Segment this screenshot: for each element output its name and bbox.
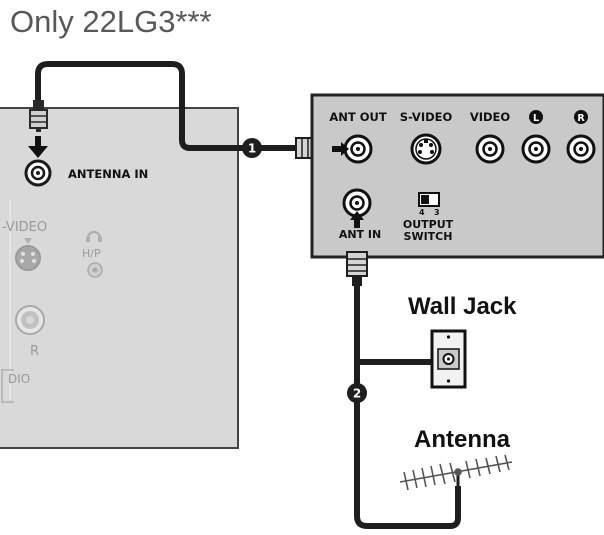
ant-in-coax-plug <box>346 251 368 286</box>
s-video-arrow-icon <box>24 238 32 244</box>
step-1-number: 1 <box>248 142 256 156</box>
page-title: Only 22LG3*** <box>10 4 212 39</box>
cable-1 <box>35 61 296 151</box>
antenna-icon <box>399 454 513 491</box>
svg-text:R: R <box>577 113 585 124</box>
wall-jack-plate <box>430 329 467 389</box>
ant-out-arrow-icon <box>332 142 349 156</box>
ant-out-label: ANT OUT <box>329 110 386 124</box>
svg-text:L: L <box>533 113 539 124</box>
ant-in-jack[interactable] <box>342 188 372 218</box>
tv-r-label: R <box>30 344 39 359</box>
tv-s-video-jack <box>15 245 41 271</box>
s-video-jack[interactable] <box>410 133 442 165</box>
s-video-label: S-VIDEO <box>400 110 453 124</box>
audio-bracket <box>1 369 14 403</box>
antenna-in-label: ANTENNA IN <box>68 167 148 181</box>
wall-jack-label: Wall Jack <box>408 293 517 320</box>
headphone-label: H/P <box>82 247 101 260</box>
output-switch-label-1: OUTPUT <box>403 218 454 231</box>
tv-audio-label: DIO <box>8 372 30 386</box>
video-jack[interactable] <box>475 134 505 164</box>
ant-in-arrow-icon <box>350 211 364 228</box>
cable-2 <box>354 284 461 529</box>
audio-l-jack[interactable] <box>521 134 551 164</box>
headphone-icon <box>86 230 102 242</box>
right-audio-badge: R <box>574 110 588 124</box>
settop-box-panel <box>310 93 604 259</box>
left-audio-badge: L <box>529 110 543 124</box>
tv-audio-r-jack <box>15 305 45 335</box>
step-1-badge: 1 <box>242 138 262 158</box>
step-2-badge: 2 <box>347 383 367 403</box>
insert-arrow-icon <box>28 136 48 158</box>
ant-in-label: ANT IN <box>339 228 381 241</box>
antenna-in-jack[interactable] <box>24 159 52 187</box>
tv-back-panel <box>0 107 239 449</box>
ant-out-jack[interactable] <box>343 134 373 164</box>
switch-pos-3: 3 <box>434 208 440 217</box>
tv-s-video-label: -VIDEO <box>2 220 47 235</box>
headphone-jack <box>87 262 103 278</box>
switch-pos-4: 4 <box>419 208 425 217</box>
output-switch[interactable] <box>418 192 440 207</box>
tv-coax-plug <box>29 100 48 132</box>
antenna-label: Antenna <box>414 426 511 453</box>
step-2-number: 2 <box>353 387 361 401</box>
output-switch-label-2: SWITCH <box>404 230 453 243</box>
audio-r-jack[interactable] <box>566 134 596 164</box>
video-label: VIDEO <box>470 110 511 124</box>
